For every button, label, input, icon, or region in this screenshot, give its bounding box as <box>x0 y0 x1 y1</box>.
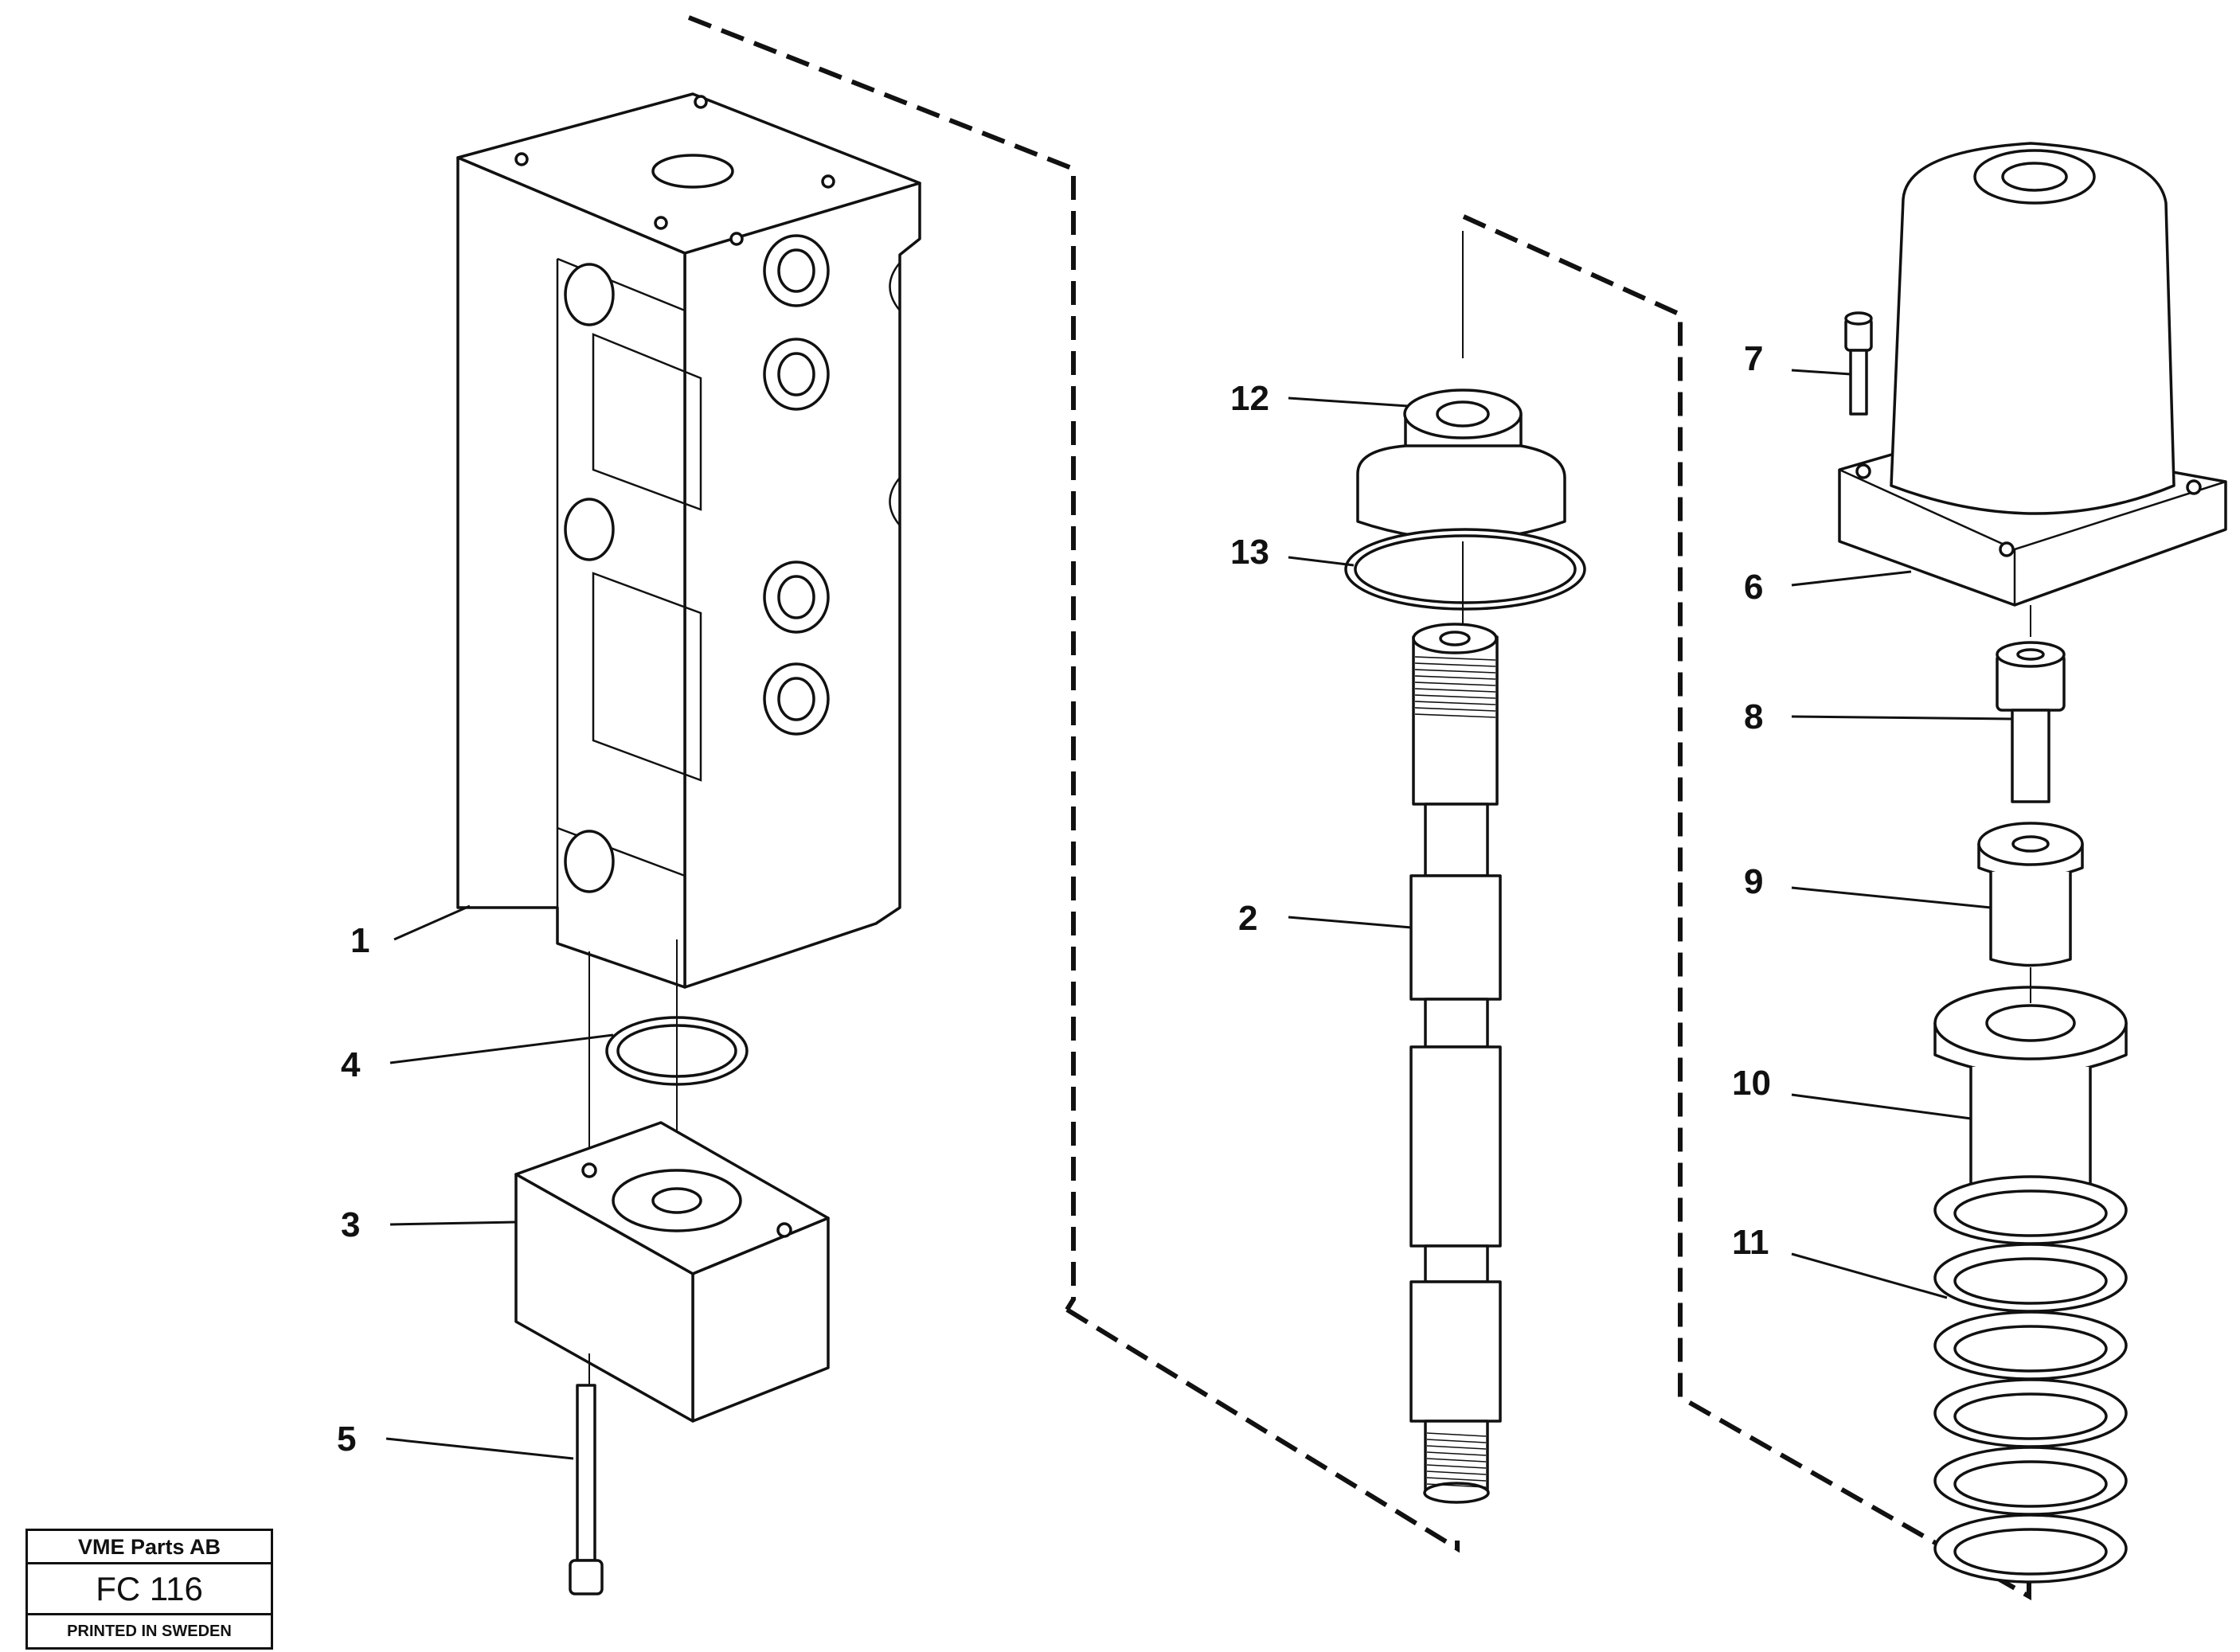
callout-1: 1 <box>350 921 369 960</box>
callout-3: 3 <box>341 1205 360 1244</box>
title-block-code: FC 116 <box>28 1564 271 1615</box>
callout-7: 7 <box>1744 339 1763 378</box>
title-block: VME Parts AB FC 116 PRINTED IN SWEDEN <box>25 1529 273 1650</box>
part-13-seal-ring <box>1344 231 1586 629</box>
callout-6: 6 <box>1744 568 1763 607</box>
callout-labels: 1 2 3 4 5 6 7 8 9 10 11 12 13 <box>337 339 1771 1459</box>
part-12-cap <box>1356 389 1566 541</box>
callout-2: 2 <box>1238 899 1257 938</box>
callout-13: 13 <box>1230 533 1269 572</box>
part-5-long-bolt <box>569 1353 604 1595</box>
part-11-spring <box>1933 1175 2128 1584</box>
callout-4: 4 <box>341 1045 361 1084</box>
callout-9: 9 <box>1744 862 1763 901</box>
callout-10: 10 <box>1732 1064 1771 1103</box>
leader-lines <box>385 369 2013 1460</box>
callout-8: 8 <box>1744 697 1763 736</box>
part-9-sleeve <box>1977 822 2084 967</box>
dashed-assembly-outlines <box>687 15 2031 1601</box>
part-2-spool <box>1409 623 1502 1504</box>
callout-11: 11 <box>1732 1223 1769 1262</box>
part-6-cover <box>1838 142 2227 637</box>
callout-12: 12 <box>1230 379 1269 418</box>
part-10-spring-seat <box>1933 967 2128 1242</box>
title-block-printed: PRINTED IN SWEDEN <box>67 1623 232 1640</box>
part-4-o-ring <box>588 939 749 1162</box>
part-8-socket-screw <box>1996 641 2066 803</box>
part-1-valve-housing <box>456 92 921 989</box>
part-3-end-block <box>514 1121 830 1423</box>
part-7-small-screw <box>1844 311 1873 416</box>
callout-5: 5 <box>337 1420 356 1459</box>
title-block-company: VME Parts AB <box>28 1531 271 1564</box>
